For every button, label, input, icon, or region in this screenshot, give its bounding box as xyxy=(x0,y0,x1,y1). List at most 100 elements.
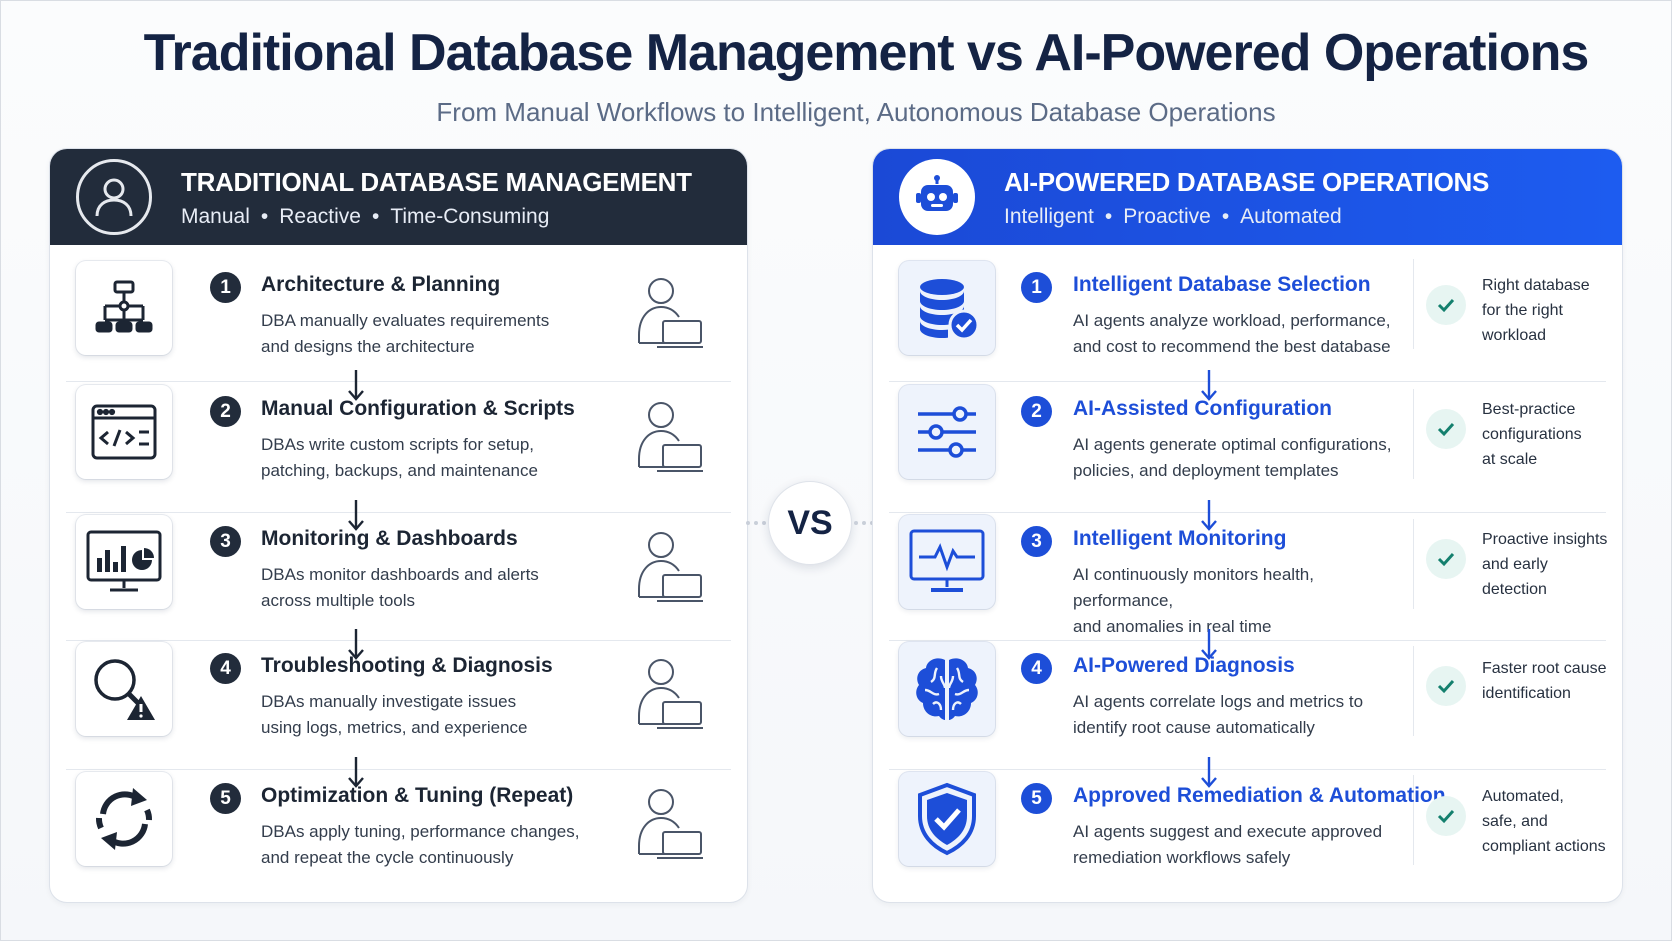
robot-icon xyxy=(899,159,975,235)
description-line: DBAs write custom scripts for setup, xyxy=(261,435,535,454)
down-arrow-icon xyxy=(1201,757,1217,788)
down-arrow-icon xyxy=(1201,370,1217,401)
description-line: and anomalies in real time xyxy=(1073,617,1272,636)
step-description: AI continuously monitors health, perform… xyxy=(1073,562,1403,640)
column-separator xyxy=(1413,646,1414,736)
description-line: using logs, metrics, and experience xyxy=(261,718,528,737)
person-laptop-icon xyxy=(638,659,703,729)
benefit-text: Best-practice configurations at scale xyxy=(1482,397,1622,472)
benefit-line: Best-practice xyxy=(1482,401,1576,418)
benefit-line: Right database xyxy=(1482,277,1590,294)
tag: Time-Consuming xyxy=(390,205,550,228)
divider xyxy=(889,640,1606,641)
down-arrow-icon xyxy=(348,370,364,401)
step-number: 3 xyxy=(1021,526,1052,557)
benefit-line: Automated, xyxy=(1482,788,1564,805)
benefit-line: and early xyxy=(1482,556,1548,573)
database-check-icon xyxy=(899,261,995,355)
step-description: DBAs manually investigate issues using l… xyxy=(261,689,601,741)
divider xyxy=(889,769,1606,770)
description-line: identify root cause automatically xyxy=(1073,718,1315,737)
benefit-line: safe, and xyxy=(1482,813,1548,830)
divider xyxy=(66,381,731,382)
benefit-line: detection xyxy=(1482,581,1547,598)
step-number: 4 xyxy=(1021,653,1052,684)
description-line: AI agents suggest and execute approved xyxy=(1073,822,1383,841)
benefit-text: Right database for the right workload xyxy=(1482,273,1622,348)
description-line: DBAs monitor dashboards and alerts xyxy=(261,565,539,584)
checkmark-icon xyxy=(1426,796,1466,836)
tag: Intelligent xyxy=(1004,205,1094,228)
step-description: DBAs monitor dashboards and alerts acros… xyxy=(261,562,601,614)
tag: Manual xyxy=(181,205,250,228)
step-title: Architecture & Planning xyxy=(261,273,501,296)
architecture-diagram-icon xyxy=(76,261,172,355)
ai-panel: AI-POWERED DATABASE OPERATIONS Intellige… xyxy=(872,148,1623,903)
column-separator xyxy=(1413,259,1414,349)
ai-step: 3 Intelligent Monitoring AI continuously… xyxy=(873,499,1622,636)
vs-badge: VS xyxy=(768,481,852,565)
checkmark-icon xyxy=(1426,666,1466,706)
brain-icon xyxy=(899,642,995,736)
step-description: DBAs write custom scripts for setup, pat… xyxy=(261,432,601,484)
traditional-heading: TRADITIONAL DATABASE MANAGEMENT xyxy=(181,167,692,197)
tag: Automated xyxy=(1240,205,1342,228)
description-line: remediation workflows safely xyxy=(1073,848,1291,867)
step-number: 2 xyxy=(1021,396,1052,427)
ai-step: 2 AI-Assisted Configuration AI agents ge… xyxy=(873,369,1622,501)
step-title: AI-Powered Diagnosis xyxy=(1073,654,1295,677)
description-line: patching, backups, and maintenance xyxy=(261,461,538,480)
divider xyxy=(889,512,1606,513)
step-title: Intelligent Database Selection xyxy=(1073,273,1371,296)
traditional-step: 1 Architecture & Planning DBA manually e… xyxy=(50,245,747,377)
magnifier-warning-icon xyxy=(76,642,172,736)
step-title: Optimization & Tuning (Repeat) xyxy=(261,784,574,807)
step-number: 5 xyxy=(1021,783,1052,814)
tag: Reactive xyxy=(279,205,361,228)
benefit-line: configurations xyxy=(1482,426,1582,443)
traditional-panel: TRADITIONAL DATABASE MANAGEMENT Manual •… xyxy=(49,148,748,903)
step-description: DBA manually evaluates requirements and … xyxy=(261,308,601,360)
checkmark-icon xyxy=(1426,285,1466,325)
traditional-tags: Manual • Reactive • Time-Consuming xyxy=(181,205,549,229)
dashboard-monitor-icon xyxy=(76,515,172,609)
step-title: Manual Configuration & Scripts xyxy=(261,397,575,420)
step-description: DBAs apply tuning, performance changes, … xyxy=(261,819,601,871)
tag-separator: • xyxy=(371,205,380,228)
benefit-line: compliant actions xyxy=(1482,838,1606,855)
step-title: Monitoring & Dashboards xyxy=(261,527,518,550)
benefit-line: Faster root cause xyxy=(1482,660,1607,677)
benefit-text: Faster root cause identification xyxy=(1482,656,1622,706)
step-title: AI-Assisted Configuration xyxy=(1073,397,1333,420)
down-arrow-icon xyxy=(348,757,364,788)
ai-step: 5 Approved Remediation & Automation AI a… xyxy=(873,756,1622,888)
person-laptop-icon xyxy=(638,402,703,472)
step-title: Troubleshooting & Diagnosis xyxy=(261,654,553,677)
traditional-header: TRADITIONAL DATABASE MANAGEMENT Manual •… xyxy=(50,149,747,245)
user-icon xyxy=(76,159,152,235)
benefit-line: Proactive insights xyxy=(1482,531,1608,548)
divider xyxy=(66,769,731,770)
tag: Proactive xyxy=(1123,205,1211,228)
description-line: AI agents generate optimal configuration… xyxy=(1073,435,1392,454)
step-number: 4 xyxy=(210,653,241,684)
description-line: policies, and deployment templates xyxy=(1073,461,1339,480)
step-number: 3 xyxy=(210,526,241,557)
tag-separator: • xyxy=(1221,205,1230,228)
description-line: and cost to recommend the best database xyxy=(1073,337,1391,356)
ai-step: 4 AI-Powered Diagnosis AI agents correla… xyxy=(873,626,1622,758)
shield-check-icon xyxy=(899,772,995,866)
tag-separator: • xyxy=(1104,205,1113,228)
description-line: DBAs apply tuning, performance changes, xyxy=(261,822,580,841)
ai-header: AI-POWERED DATABASE OPERATIONS Intellige… xyxy=(873,149,1622,245)
step-number: 1 xyxy=(1021,272,1052,303)
step-description: AI agents suggest and execute approved r… xyxy=(1073,819,1403,871)
sliders-icon xyxy=(899,385,995,479)
step-description: AI agents generate optimal configuration… xyxy=(1073,432,1403,484)
page-title: Traditional Database Management vs AI-Po… xyxy=(143,24,1590,82)
description-line: DBAs manually investigate issues xyxy=(261,692,517,711)
description-line: and repeat the cycle continuously xyxy=(261,848,514,867)
traditional-step: 5 Optimization & Tuning (Repeat) DBAs ap… xyxy=(50,756,747,888)
benefit-line: for the right xyxy=(1482,302,1563,319)
step-title: Intelligent Monitoring xyxy=(1073,527,1287,550)
